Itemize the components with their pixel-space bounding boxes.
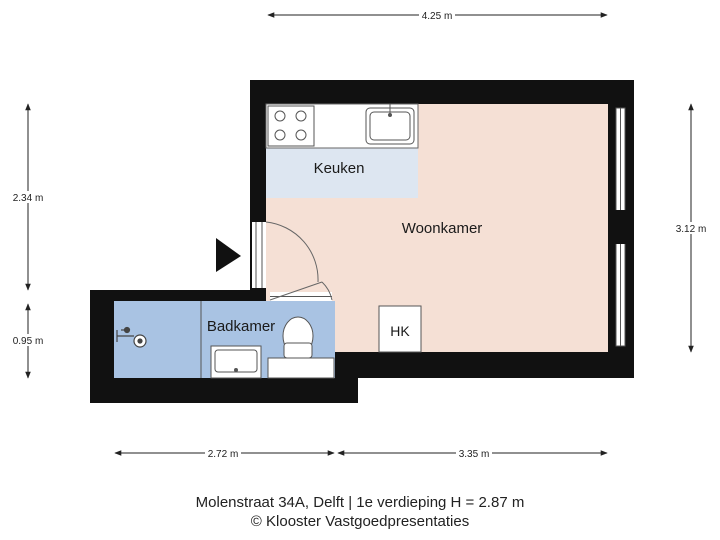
dim-label-bottom-left: 2.72 m — [208, 449, 239, 460]
dim-label-right: 3.12 m — [676, 224, 707, 235]
stove-icon — [267, 105, 315, 147]
kitchen-sink-icon — [365, 104, 415, 145]
room-label-closet: HK — [390, 323, 410, 339]
living-room-lower-floor — [335, 301, 608, 352]
shower-icon — [116, 326, 147, 348]
dim-label-left-lower: 0.95 m — [13, 336, 44, 347]
toilet-icon — [267, 316, 335, 379]
dim-label-bottom-right: 3.35 m — [459, 449, 490, 460]
entrance-arrow-icon — [216, 238, 241, 272]
room-label-living: Woonkamer — [402, 220, 483, 237]
bathroom-door — [269, 281, 333, 301]
caption-copyright: © Klooster Vastgoedpresentaties — [250, 513, 470, 530]
caption-address: Molenstraat 34A, Delft | 1e verdieping H… — [195, 494, 525, 511]
bathroom-sink-icon — [210, 345, 262, 379]
dim-label-left-upper: 2.34 m — [13, 193, 44, 204]
dim-label-top: 4.25 m — [422, 11, 453, 22]
room-label-bathroom: Badkamer — [207, 318, 275, 335]
kitchen-floor — [266, 148, 418, 198]
room-label-kitchen: Keuken — [314, 160, 365, 177]
right-window — [609, 107, 633, 347]
entrance-door — [252, 221, 319, 288]
closet-box — [378, 305, 422, 353]
